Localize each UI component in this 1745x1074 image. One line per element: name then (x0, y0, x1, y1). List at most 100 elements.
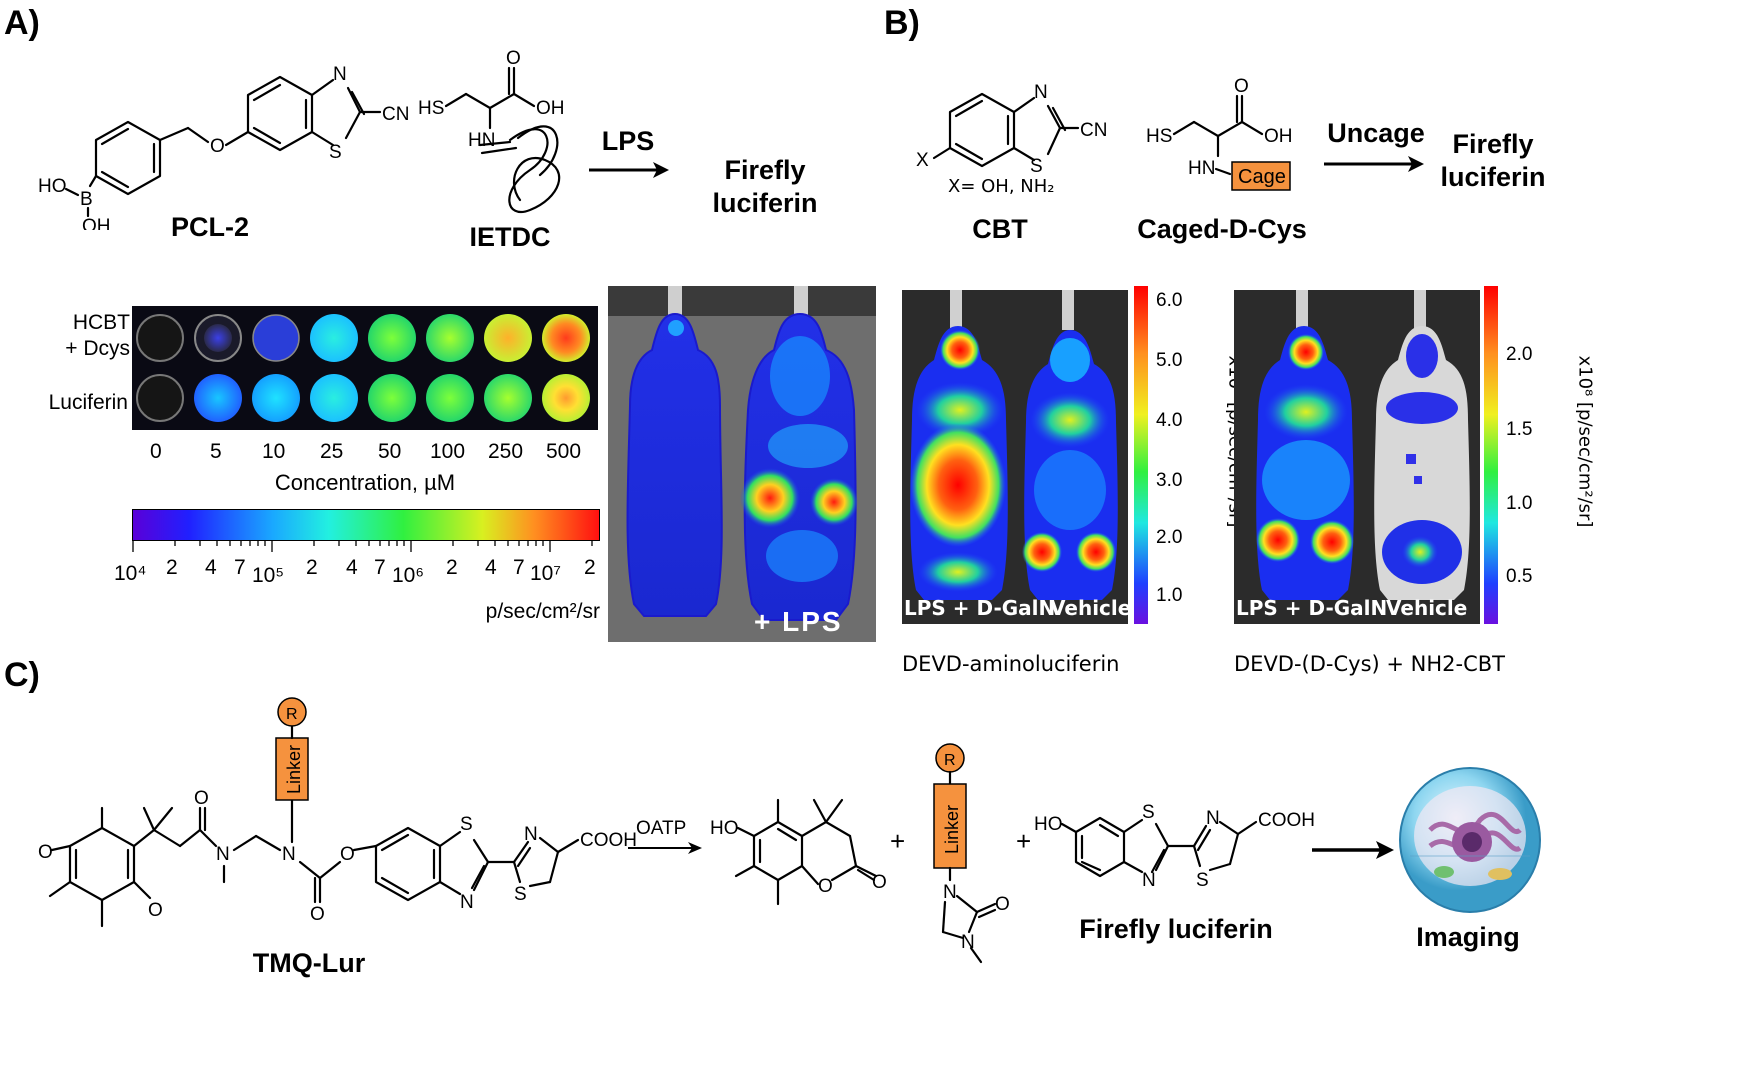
svg-text:O: O (194, 788, 209, 809)
colorbar-a-tick-labels: 10⁴ 2 4 7 10⁵ 2 4 7 10⁶ 2 4 7 10⁷ 2 (110, 556, 610, 587)
cbar-tick: 10⁴ (114, 562, 147, 585)
svg-text:O: O (340, 844, 355, 865)
scale-bar-b1 (1134, 286, 1148, 624)
svg-text:S: S (460, 814, 473, 835)
b1-left-label: LPS + D-GalN (904, 596, 1056, 620)
svg-text:OH: OH (536, 98, 565, 119)
svg-text:HO: HO (1034, 814, 1063, 835)
row1-label: HCBT + Dcys (30, 310, 130, 362)
caged-dcys-structure: HS O OH HN Cage (1146, 76, 1293, 191)
colorbar-a (132, 509, 600, 541)
conc-tick: 50 (378, 440, 402, 463)
conc-tick: 500 (546, 440, 582, 463)
scale-b2-tick: 0.5 (1506, 566, 1533, 587)
linker-box-label: Linker (284, 745, 304, 794)
cbar-tick: 7 (234, 556, 246, 579)
firefly-luciferin-b-line2: luciferin (1440, 162, 1546, 192)
svg-text:O: O (506, 50, 521, 69)
svg-text:O: O (38, 842, 53, 863)
mouse-image-b1 (902, 290, 1128, 624)
scale-b1-tick: 6.0 (1156, 290, 1183, 311)
scale-b2-tick: 2.0 (1506, 344, 1533, 365)
scale-b1-tick: 4.0 (1156, 410, 1183, 431)
firefly-luciferin-a: Firefly luciferin (700, 154, 830, 220)
imaging-arrow (1312, 841, 1394, 859)
r-group: R (286, 706, 298, 723)
cbar-tick: 4 (346, 556, 358, 579)
firefly-luciferin-b-line1: Firefly (1452, 129, 1534, 159)
cbar-tick: 2 (306, 556, 318, 579)
scale-b1-tick: 1.0 (1156, 585, 1183, 606)
svg-text:N: N (282, 844, 296, 865)
caged-dcys-label: Caged-D-Cys (1130, 214, 1314, 245)
svg-text:HN: HN (468, 130, 495, 151)
lps-mouse-label: + LPS (754, 606, 843, 637)
conc-tick: 100 (430, 440, 466, 463)
cbar-tick: 7 (513, 556, 525, 579)
firefly-luciferin-b: Firefly luciferin (1428, 128, 1558, 194)
plus-sign-2: + (1016, 826, 1032, 856)
cbt-structure: N S CN X (916, 82, 1107, 177)
scale-bar-b2 (1484, 286, 1498, 624)
tmq-lur-structure: O O O N N Linker R O O S N N S COOH (38, 697, 637, 928)
svg-text:S: S (1196, 870, 1209, 891)
mouse-image-b2 (1234, 290, 1480, 624)
conc-tick: 10 (262, 440, 286, 463)
row2-label: Luciferin (48, 391, 128, 414)
cbar-tick: 4 (205, 556, 217, 579)
svg-text:N: N (1142, 870, 1156, 891)
r-group-2: R (944, 752, 956, 769)
ietdc-label: IETDC (469, 222, 551, 252)
svg-text:O: O (148, 900, 163, 921)
linker-imidazolidinone-structure: R Linker N O N (933, 743, 1010, 964)
scale-b2-tick: 1.0 (1506, 493, 1533, 514)
svg-text:N: N (460, 892, 474, 913)
svg-text:OH: OH (1264, 126, 1293, 147)
svg-text:HS: HS (1146, 126, 1172, 147)
svg-text:N: N (1206, 808, 1220, 829)
caged-dcys-text: Caged-D-Cys (1137, 214, 1307, 244)
svg-text:S: S (1030, 156, 1043, 177)
scale-b2-unit-wrap: x10⁸ [p/sec/cm²/sr] (1574, 355, 1596, 555)
b2-caption: DEVD-(D-Cys) + NH2-CBT (1234, 652, 1506, 676)
b1-right-label: Vehicle (1050, 596, 1132, 620)
svg-text:S: S (1142, 802, 1155, 823)
firefly-luciferin-c-label: Firefly luciferin (1079, 914, 1273, 944)
atom-n: N (333, 64, 347, 85)
oatp-arrow-label: OATP (636, 818, 687, 839)
conc-tick: 25 (320, 440, 344, 463)
oatp-arrow (628, 842, 702, 854)
cell-icon (1399, 767, 1541, 913)
scale-b2-unit: x10⁸ [p/sec/cm²/sr] (1574, 355, 1596, 528)
lps-arrow (589, 162, 669, 178)
panel-a-letter: A) (4, 4, 40, 42)
cbt-label: CBT (972, 214, 1028, 244)
scale-b2-tick: 1.5 (1506, 419, 1533, 440)
concentration-axis-label: Concentration, µM (274, 470, 456, 495)
chromanone-structure: HO O O (710, 798, 887, 906)
concentration-ticks: 0 5 10 25 50 100 250 500 (132, 440, 598, 466)
conc-tick: 250 (488, 440, 524, 463)
cbar-tick: 2 (166, 556, 178, 579)
colorbar-a-ticks (132, 540, 593, 552)
cbar-tick: 2 (584, 556, 596, 579)
svg-text:N: N (524, 824, 538, 845)
firefly-luciferin-a-line2: luciferin (712, 188, 818, 218)
atom-o: O (210, 136, 225, 157)
uncage-arrow (1324, 156, 1424, 172)
svg-text:X: X (916, 150, 929, 171)
row1-label-line1: HCBT (72, 311, 130, 334)
ietdc-structure: HS O OH HN (418, 50, 565, 213)
cbar-tick: 4 (485, 556, 497, 579)
svg-text:COOH: COOH (580, 830, 637, 851)
svg-text:HS: HS (418, 98, 444, 119)
cbar-tick: 2 (446, 556, 458, 579)
cbar-tick: 10⁶ (392, 564, 425, 587)
svg-text:COOH: COOH (1258, 810, 1315, 831)
cbar-tick: 10⁷ (530, 562, 561, 585)
svg-text:HN: HN (1188, 158, 1215, 179)
svg-text:N: N (1034, 82, 1048, 103)
scale-b1-tick: 5.0 (1156, 350, 1183, 371)
cbar-tick: 10⁵ (252, 564, 285, 587)
linker-box-label-2: Linker (942, 805, 962, 854)
